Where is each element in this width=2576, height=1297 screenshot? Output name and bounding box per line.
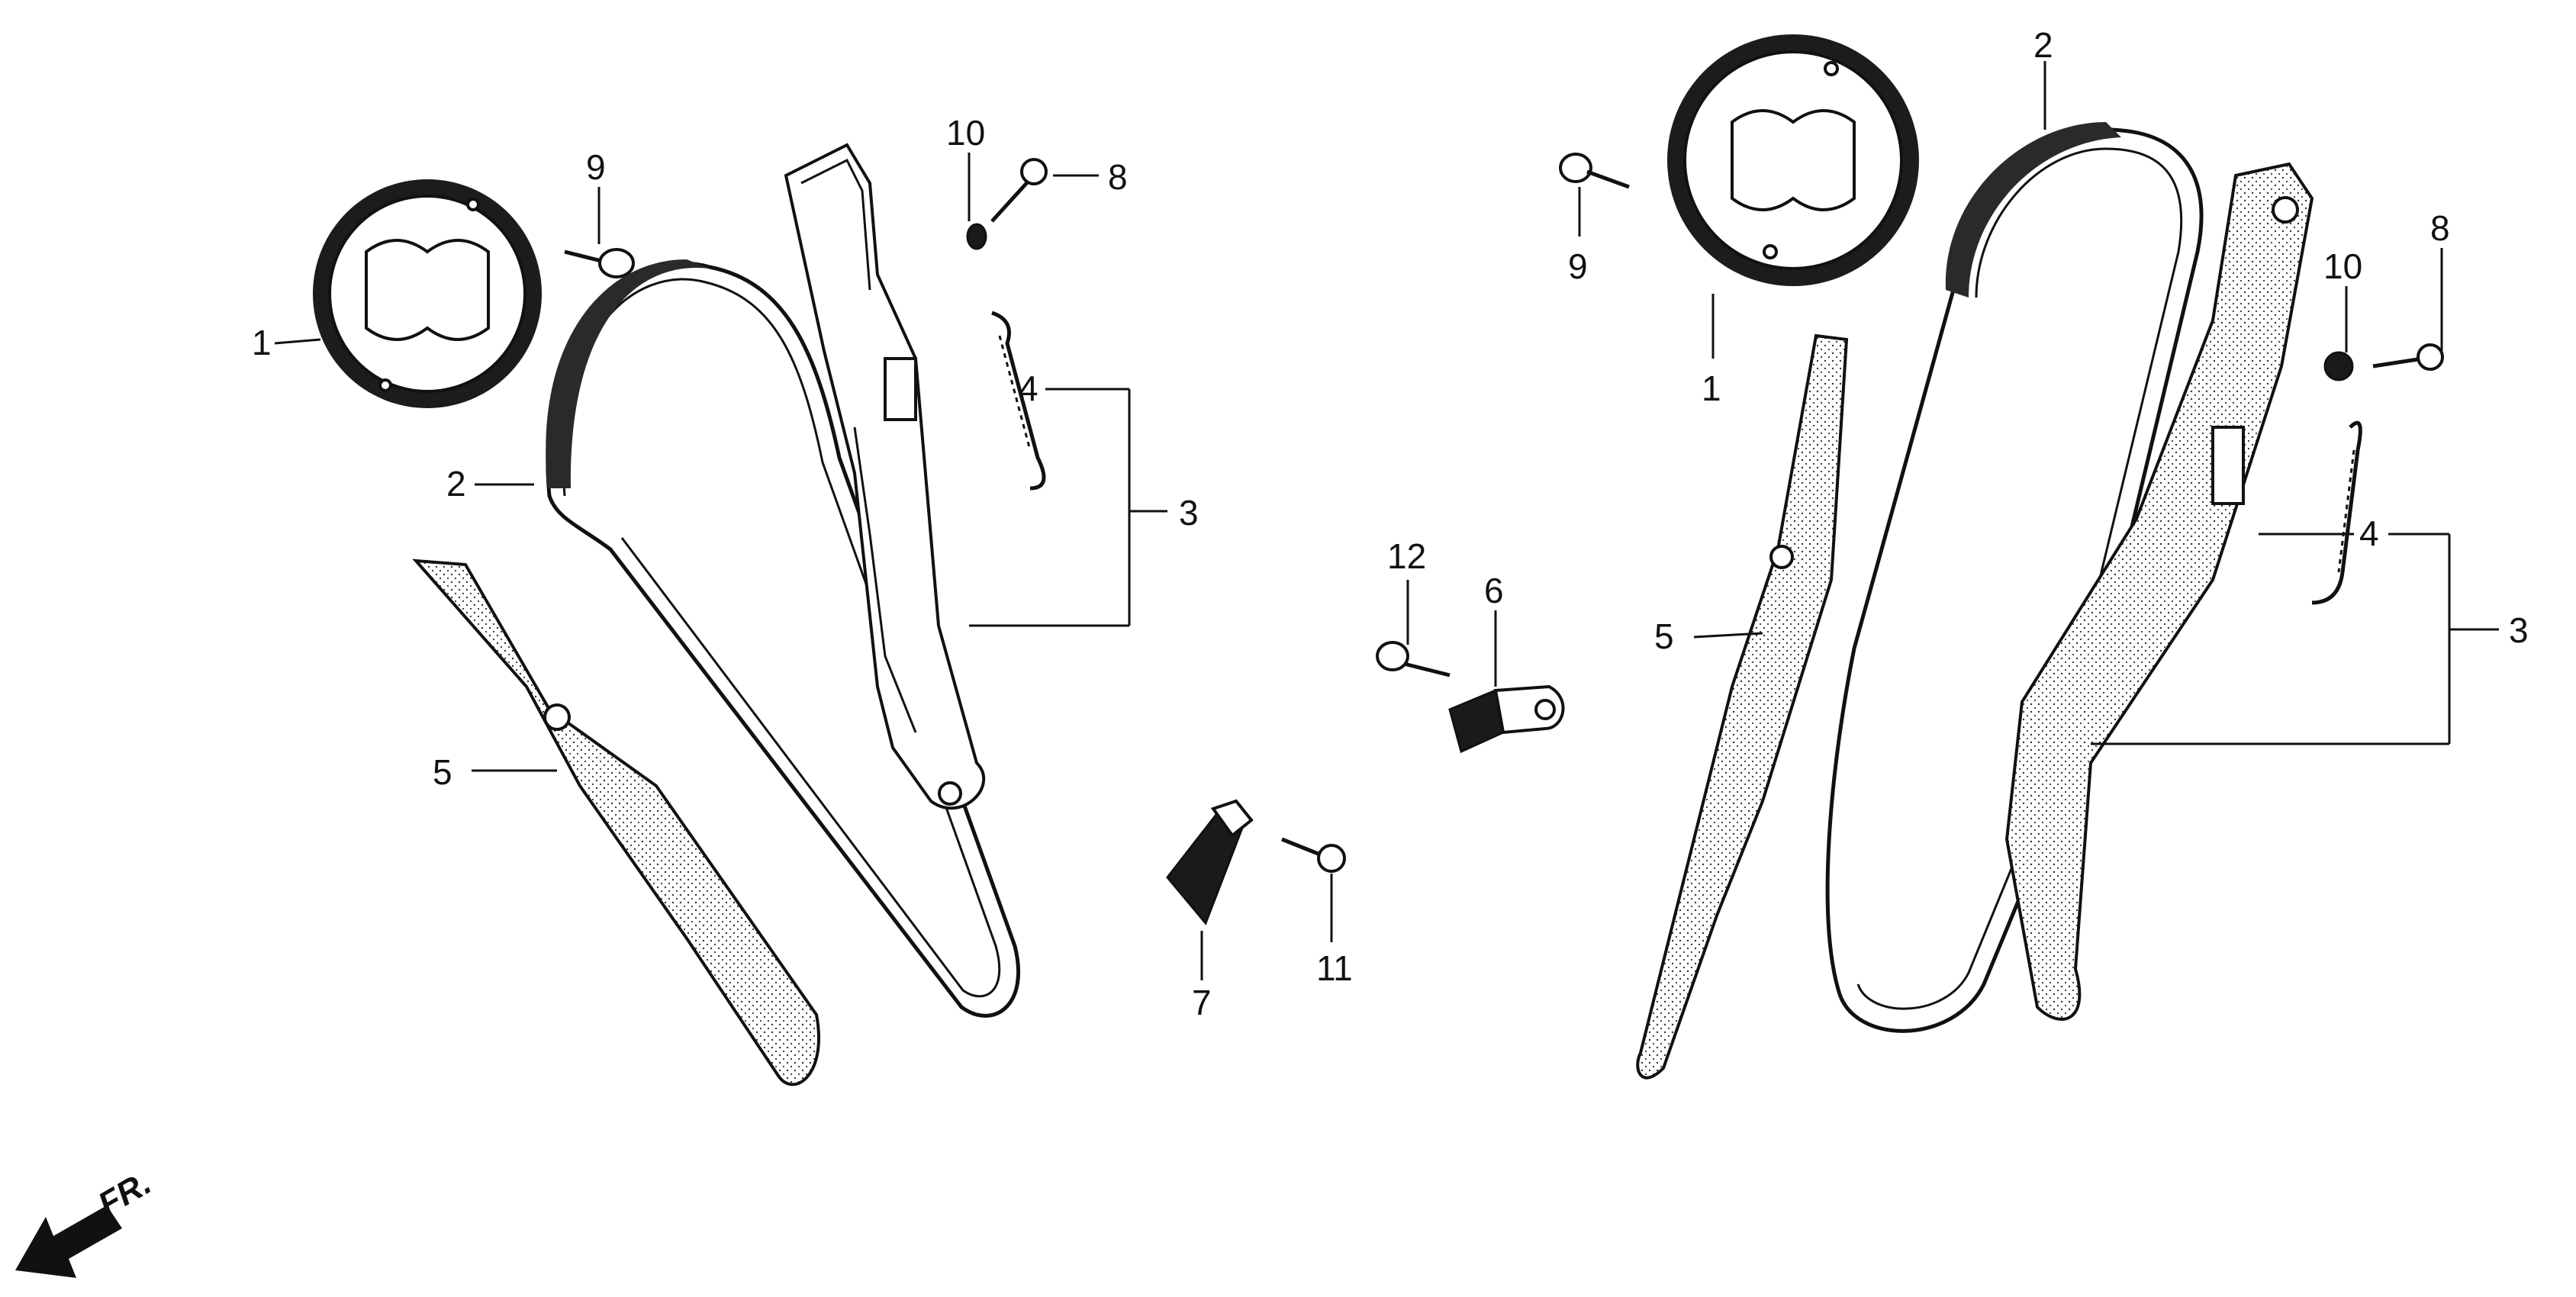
cam-sprocket-right [1667,34,1919,286]
bolt-8-left [990,158,1048,223]
plate-7 [1166,799,1254,925]
label-2-left: 2 [446,464,466,504]
label-5-left: 5 [433,752,452,792]
cam-chain-left [546,259,1021,1018]
label-6: 6 [1484,571,1504,610]
label-5-right: 5 [1654,616,1674,656]
label-10-left: 10 [946,113,985,153]
bolt-11 [1281,837,1346,873]
label-4-right: 4 [2359,513,2379,553]
label-3-left: 3 [1179,493,1199,533]
chain-guide-left [412,558,821,1086]
tensioner-arm-right [2004,162,2314,1021]
spring-right [2311,420,2362,605]
label-11: 11 [1316,948,1353,988]
plate-6 [1448,684,1565,754]
label-12: 12 [1387,536,1426,576]
bolt-9-left [564,248,635,278]
label-2-right: 2 [2033,25,2053,65]
label-4-left: 4 [1019,369,1038,408]
leader-lines [274,61,2499,980]
cam-sprocket-left [313,179,542,408]
label-8-left: 8 [1108,157,1128,197]
front-direction-arrow: FR. [15,1164,157,1278]
label-1-right: 1 [1702,369,1721,408]
front-arrow-icon [15,1205,122,1278]
part-number-labels: 1 2 4 3 5 9 10 8 7 11 12 6 1 2 9 8 10 4 … [252,25,2529,1022]
label-9-right: 9 [1568,246,1588,286]
label-8-right: 8 [2430,208,2450,248]
bolt-9-right [1559,153,1630,189]
chain-guide-right [1636,333,1849,1080]
label-9-left: 9 [586,147,606,187]
cam-chain-right [1825,122,2204,1033]
tensioner-arm-left [784,143,986,810]
label-7: 7 [1192,983,1212,1022]
washer-10-right [2323,351,2354,381]
spring-left [991,311,1046,491]
washer-10-left [966,223,987,250]
bolt-12 [1376,641,1451,677]
label-1-left: 1 [252,323,272,362]
label-3-right: 3 [2509,610,2529,650]
label-10-right: 10 [2323,246,2362,286]
bolt-8-right [2372,343,2444,371]
